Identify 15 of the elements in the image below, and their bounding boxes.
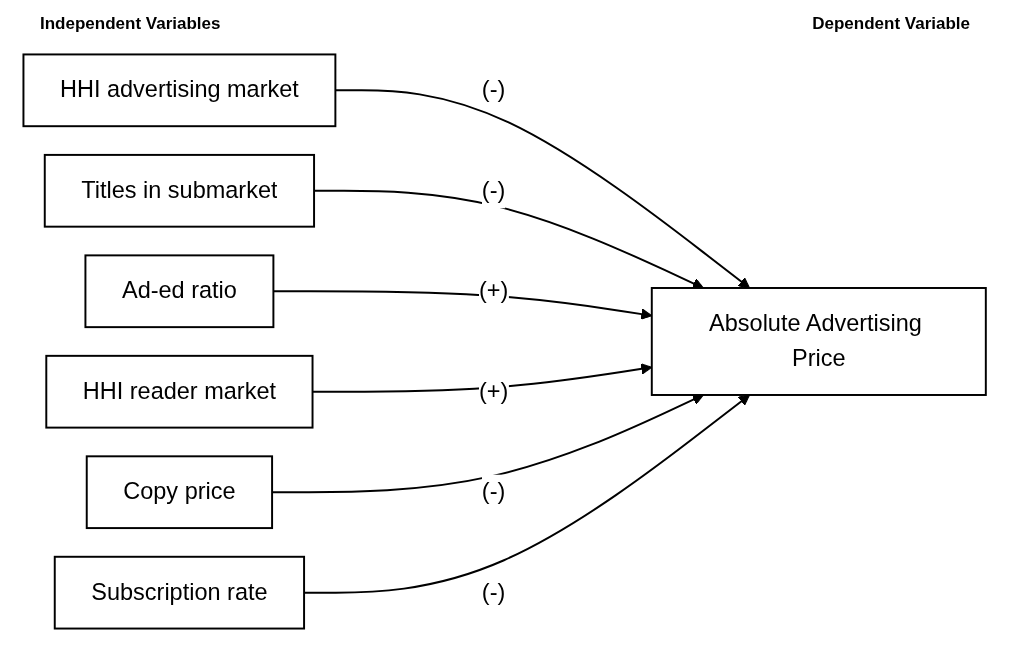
node-box: Absolute Advertising Price	[651, 287, 988, 396]
node-box: Copy price	[86, 455, 274, 530]
edge-label: (-)	[482, 76, 506, 103]
node-box: Titles in submarket	[44, 153, 316, 228]
node-box: Ad-ed ratio	[84, 254, 275, 329]
edge-label: (-)	[482, 578, 506, 606]
column-heading: Independent Variables	[40, 14, 221, 35]
edge-label: (+)	[479, 378, 509, 405]
node-box: Subscription rate	[54, 555, 306, 630]
edge-label: (+)	[479, 277, 509, 304]
column-heading: Dependent Variable	[812, 14, 970, 35]
edge-label: (-)	[482, 478, 506, 505]
edge-label: (-)	[482, 177, 506, 204]
node-box: HHI reader market	[45, 354, 314, 429]
node-box: HHI advertising market	[22, 53, 337, 128]
